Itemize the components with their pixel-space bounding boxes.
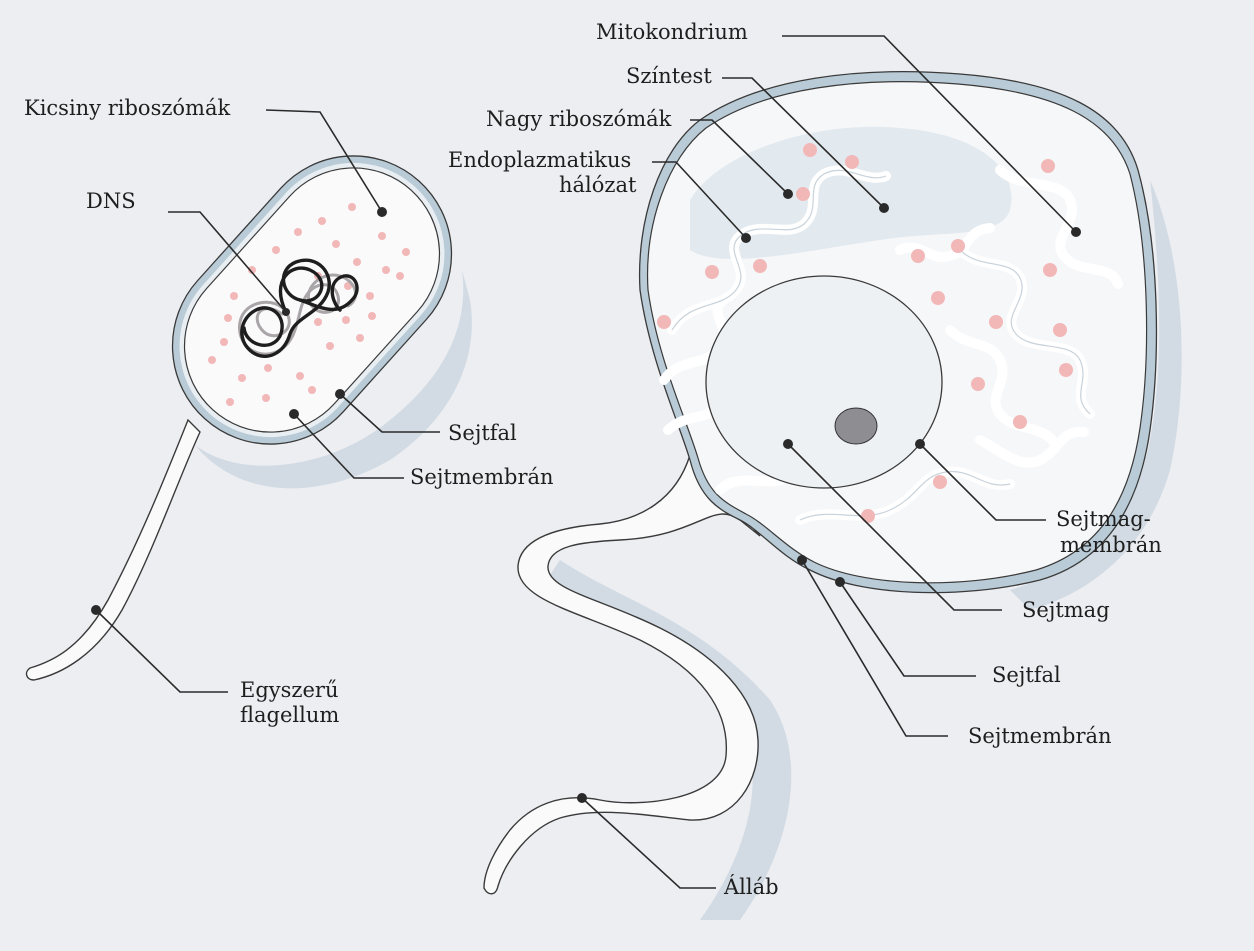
label-nuclear-membrane-line1: Sejtmag- — [1056, 507, 1151, 531]
label-flagellum-line2: flagellum — [240, 703, 339, 727]
label-prokaryote-cell-membrane: Sejtmembrán — [410, 465, 554, 489]
label-nuclear-membrane-line2: membrán — [1060, 533, 1162, 557]
dna-tangle — [238, 258, 359, 358]
label-eukaryote-cell-wall: Sejtfal — [992, 663, 1061, 687]
label-dna: DNS — [86, 189, 136, 213]
label-mitochondrion: Mitokondrium — [596, 20, 748, 44]
nucleus — [705, 275, 943, 489]
label-pseudopod: Álláb — [723, 875, 779, 899]
pseudopod — [483, 453, 761, 895]
label-nucleus: Sejtmag — [1022, 598, 1110, 622]
leader-lines — [91, 35, 1081, 889]
label-flagellum-line1: Egyszerű — [240, 678, 338, 702]
small-ribosomes — [208, 203, 410, 406]
label-small-ribosomes: Kicsiny riboszómák — [24, 96, 230, 120]
label-er-line2: hálózat — [559, 173, 637, 197]
simple-flagellum — [25, 418, 201, 681]
label-er-line1: Endoplazmatikus — [448, 148, 631, 172]
label-large-ribosomes: Nagy riboszómák — [486, 107, 672, 131]
label-plastid: Színtest — [626, 64, 712, 88]
labels: Kicsiny riboszómák DNS Sejtfal Sejtmembr… — [24, 20, 1162, 899]
prokaryotic-cell — [25, 155, 453, 681]
eukaryotic-cell — [483, 71, 1158, 895]
label-prokaryote-cell-wall: Sejtfal — [448, 421, 517, 445]
label-eukaryote-cell-membrane: Sejtmembrán — [968, 724, 1112, 748]
nucleolus — [834, 407, 878, 445]
